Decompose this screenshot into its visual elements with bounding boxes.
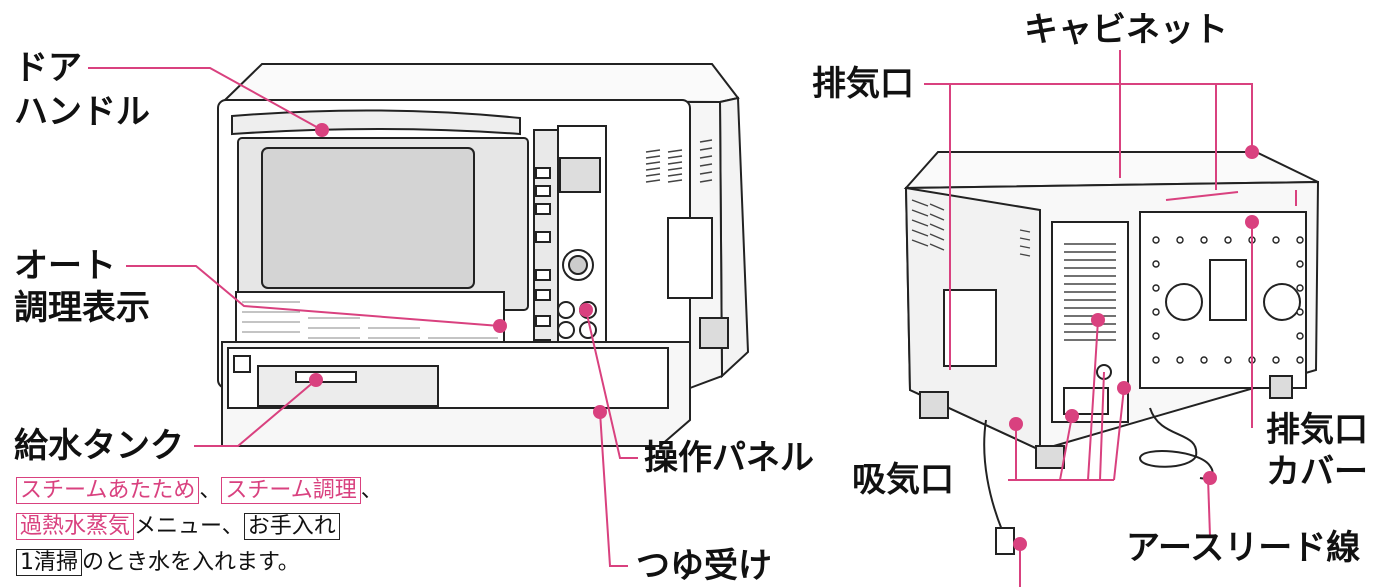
- leader-lines: [88, 50, 1297, 587]
- auto-display-label-line1: オート: [14, 246, 116, 286]
- drip-tray-label: つゆ受け: [636, 546, 772, 586]
- handle-label: ハンドル: [14, 92, 150, 132]
- tank-note-line2: 過熱水蒸気メニュー、お手入れ: [16, 510, 340, 543]
- exhaust-cover-label-line2: カバー: [1266, 452, 1368, 492]
- tank-note-line1: スチームあたため、スチーム調理、: [16, 474, 383, 507]
- steam-cooking-menu-tag: スチーム調理: [221, 477, 361, 504]
- cleaning-menu-tag: 1清掃: [16, 549, 82, 576]
- ground-wire-label: アースリード線: [1126, 528, 1361, 568]
- menu-text: メニュー、: [134, 514, 244, 539]
- separator: 、: [360, 478, 383, 503]
- tank-note-line3: 1清掃のとき水を入れます。: [16, 546, 300, 579]
- rear-oven-illustration: [903, 151, 1320, 555]
- exhaust-cover-label-line1: 排気口: [1266, 410, 1368, 450]
- note-text: のとき水を入れます。: [82, 550, 300, 575]
- superheated-steam-menu-tag: 過熱水蒸気: [16, 513, 135, 540]
- leader-dots: [309, 123, 1259, 551]
- intake-label: 吸気口: [852, 460, 954, 500]
- auto-display-label-line2: 調理表示: [14, 288, 150, 328]
- care-menu-tag: お手入れ: [243, 513, 340, 540]
- exhaust-label: 排気口: [812, 64, 914, 104]
- separator: 、: [199, 478, 222, 503]
- cabinet-label: キャビネット: [1024, 10, 1228, 50]
- water-tank-label: 給水タンク: [14, 426, 184, 466]
- front-oven-illustration: [217, 63, 750, 447]
- steam-reheat-menu-tag: スチームあたため: [16, 477, 200, 504]
- door-label: ドア: [14, 48, 82, 88]
- control-panel-label: 操作パネル: [644, 438, 814, 478]
